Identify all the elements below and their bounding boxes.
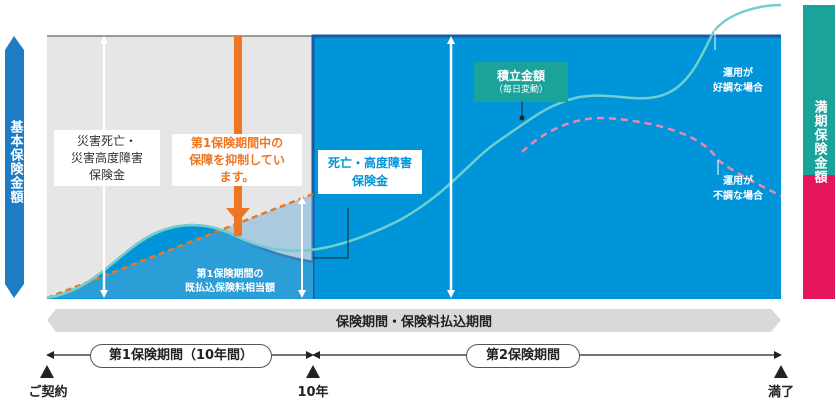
maturity-label: 満了 (767, 385, 794, 400)
bad-case-note: 運用が 不調な場合 (700, 174, 776, 204)
second-period-pill: 第2保険期間 (466, 344, 580, 368)
maturity-amount-text: 満期保険金額 (811, 100, 827, 184)
paid-premium-line1: 第1保険期間の (196, 269, 264, 280)
second-death-benefit-box: 死亡・高度障害 保険金 (318, 150, 422, 194)
first-death-benefit-line1: 災害死亡・ (76, 133, 137, 148)
suppression-note-box: 第1保険期間中の 保障を抑制してい ます。 (172, 134, 302, 186)
good-case-line1: 運用が (723, 68, 753, 79)
maturity-teal-bar (803, 5, 835, 175)
reserve-leader-dot (519, 115, 525, 121)
good-case-note: 運用が 好調な場合 (700, 66, 776, 96)
paid-premium-note: 第1保険期間の 既払込保険料相当額 (164, 268, 296, 296)
ten-year-marker (306, 365, 320, 378)
total-period-band (47, 309, 781, 332)
bad-case-curve (521, 116, 782, 198)
good-case-line2: 好調な場合 (713, 83, 763, 94)
paid-premium-dashed-line (46, 192, 314, 300)
basic-amount-bar (5, 36, 24, 298)
second-period-border (311, 34, 781, 299)
suppression-line3: ます。 (219, 169, 255, 184)
start-marker (40, 365, 54, 378)
death-benefit-leader (313, 208, 349, 259)
reserve-amount-subtitle: （毎日変動） (493, 84, 548, 95)
first-period-pill: 第1保険期間（10年間） (90, 344, 272, 368)
contract-start-label: ご契約 (28, 385, 68, 400)
bad-case-line1: 運用が (723, 176, 753, 187)
first-death-benefit-line2: 災害高度障害 (70, 150, 143, 165)
reserve-amount-title: 積立金額 (496, 68, 545, 83)
maturity-amount-label: 満期保険金額 (803, 100, 835, 184)
first-period-reserve-fill (47, 225, 313, 299)
basic-amount-text: 基本保険金額 (7, 120, 23, 204)
orange-arrow-head (226, 208, 250, 222)
suppression-line2: 保障を抑制してい (189, 152, 285, 167)
first-death-benefit-box: 災害死亡・ 災害高度障害 保険金 (54, 130, 160, 186)
bad-case-line2: 不調な場合 (713, 191, 763, 202)
reserve-amount-box: 積立金額 （毎日変動） (474, 62, 568, 102)
maturity-magenta-bar (803, 175, 835, 299)
total-period-label: 保険期間・保険料払込期間 (335, 315, 492, 330)
paid-premium-line2: 既払込保険料相当額 (185, 283, 275, 294)
suppression-line1: 第1保険期間中の (190, 135, 284, 150)
end-marker (774, 365, 788, 378)
reserve-curve (46, 3, 782, 300)
first-death-benefit-line3: 保険金 (88, 167, 125, 182)
second-death-benefit-line1: 死亡・高度障害 (327, 156, 412, 170)
second-death-benefit-line2: 保険金 (351, 174, 388, 188)
basic-amount-label: 基本保険金額 (5, 120, 25, 204)
ten-year-label: 10年 (297, 385, 329, 400)
